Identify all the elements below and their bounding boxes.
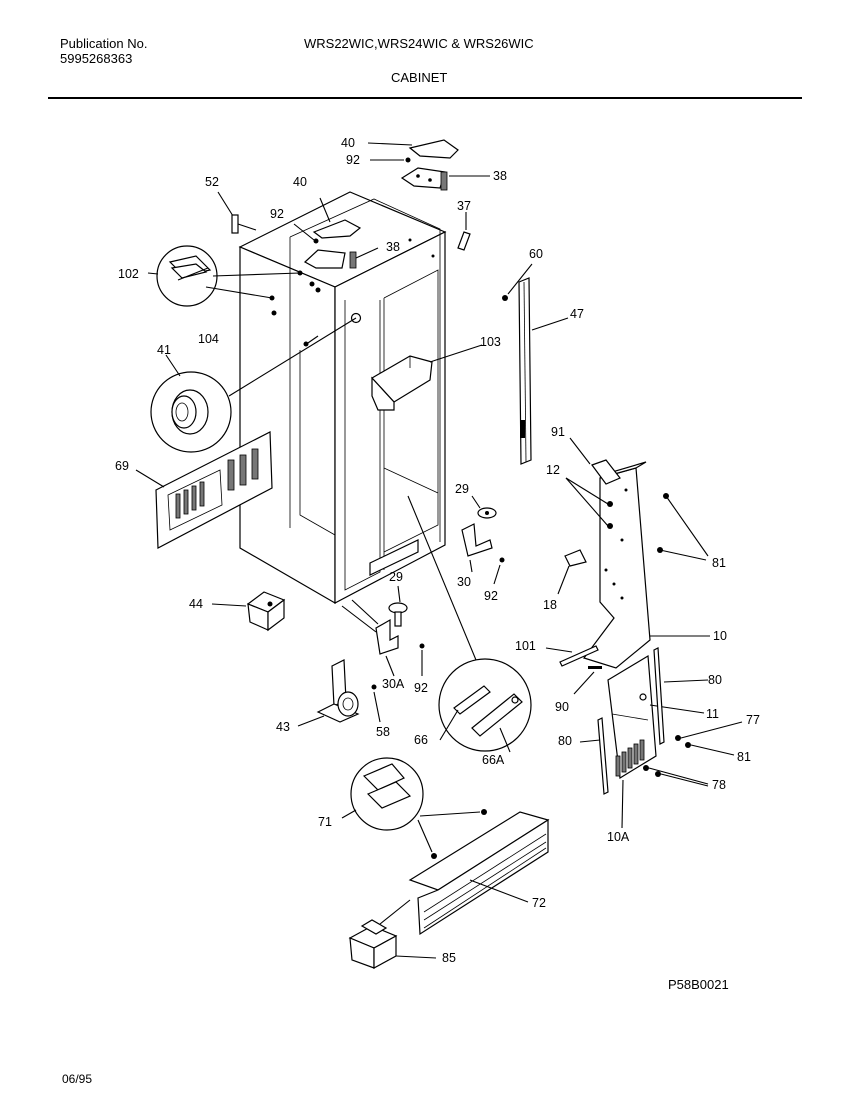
drawing-code: P58B0021 <box>668 977 729 992</box>
callout-78: 78 <box>712 778 726 792</box>
callout-30a: 30A <box>382 677 405 691</box>
header-divider <box>48 97 802 99</box>
callout-66a: 66A <box>482 753 505 767</box>
detail-41 <box>150 317 357 453</box>
callout-40: 40 <box>341 136 355 150</box>
callout-101: 101 <box>515 639 536 653</box>
callout-66: 66 <box>414 733 428 747</box>
callout-102: 102 <box>118 267 139 281</box>
callout-40: 40 <box>293 175 307 189</box>
detail-66 <box>407 495 532 753</box>
hinge-30 <box>461 495 505 585</box>
callout-44: 44 <box>189 597 203 611</box>
callout-10a: 10A <box>607 830 630 844</box>
callout-92: 92 <box>414 681 428 695</box>
callout-103: 103 <box>480 335 501 349</box>
callout-104: 104 <box>198 332 219 346</box>
callout-80: 80 <box>708 673 722 687</box>
callout-91: 91 <box>551 425 565 439</box>
callout-37: 37 <box>457 199 471 213</box>
part-44 <box>211 591 286 632</box>
callout-10: 10 <box>713 629 727 643</box>
callout-30: 30 <box>457 575 471 589</box>
callout-11: 11 <box>706 707 719 721</box>
callout-52: 52 <box>205 175 219 189</box>
callout-labels: 40 92 38 52 40 37 92 38 60 102 47 104 10… <box>115 136 760 965</box>
callout-60: 60 <box>529 247 543 261</box>
callout-58: 58 <box>376 725 390 739</box>
handle-103 <box>371 344 483 411</box>
cabinet-body <box>238 191 447 605</box>
callout-90: 90 <box>555 700 569 714</box>
callout-77: 77 <box>746 713 760 727</box>
top-hinge-assembly <box>217 139 490 269</box>
callout-85: 85 <box>442 951 456 965</box>
callout-92: 92 <box>346 153 360 167</box>
publication-number: 5995268363 <box>60 51 133 66</box>
callout-38: 38 <box>386 240 400 254</box>
part-85 <box>348 899 437 970</box>
section-title: CABINET <box>391 70 448 85</box>
callout-81: 81 <box>712 556 726 570</box>
callout-43: 43 <box>276 720 290 734</box>
detail-102 <box>147 245 301 307</box>
model-numbers: WRS22WIC,WRS24WIC & WRS26WIC <box>304 36 534 51</box>
hinge-30a <box>341 585 425 677</box>
callout-69: 69 <box>115 459 129 473</box>
revision-date: 06/95 <box>62 1072 93 1086</box>
detail-71 <box>341 757 487 859</box>
callout-81: 81 <box>737 750 751 764</box>
grille-72 <box>408 811 550 936</box>
callout-12: 12 <box>546 463 560 477</box>
bracket-10 <box>545 437 710 695</box>
roller-43 <box>297 659 381 727</box>
callout-80: 80 <box>558 734 572 748</box>
callout-29: 29 <box>455 482 469 496</box>
callout-47: 47 <box>570 307 584 321</box>
callout-92: 92 <box>484 589 498 603</box>
callout-41: 41 <box>157 343 171 357</box>
callout-92: 92 <box>270 207 284 221</box>
strip-47 <box>502 263 569 465</box>
panel-11 <box>579 647 743 829</box>
callout-38: 38 <box>493 169 507 183</box>
callout-18: 18 <box>543 598 557 612</box>
callout-72: 72 <box>532 896 546 910</box>
panel-69 <box>135 431 273 549</box>
callout-29: 29 <box>389 570 403 584</box>
publication-label: Publication No. <box>60 36 148 51</box>
callout-71: 71 <box>318 815 332 829</box>
